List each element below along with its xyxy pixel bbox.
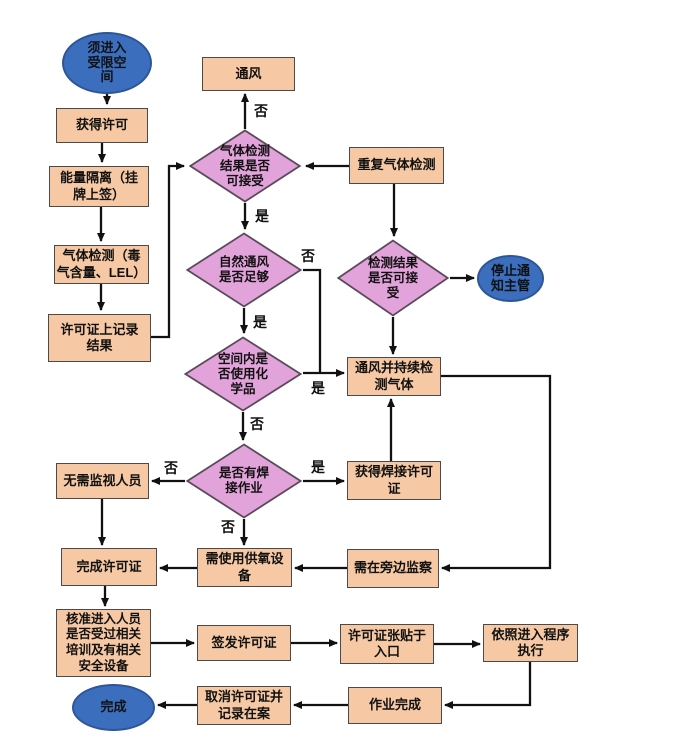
- node-repeat-gas-detection-label: 重复气体检测: [357, 157, 436, 173]
- node-oxygen-equipment: 需使用供氧设 备: [197, 548, 292, 587]
- node-work-complete-label: 作业完成: [368, 697, 421, 713]
- node-energy-isolation: 能量隔离（挂 牌上签）: [49, 166, 149, 207]
- node-follow-procedure-label: 依照进入程序 执行: [491, 626, 570, 658]
- edge-label-no-natural-vent: 否: [301, 248, 315, 264]
- line-natural-vent-no-branch: [303, 268, 322, 373]
- edge-label-yes-gas-acceptable: 是: [255, 208, 269, 224]
- diamond-shape: [185, 232, 303, 308]
- node-start: 须进入 受限空 间: [62, 32, 152, 94]
- node-issue-permit-label: 签发许可证: [211, 634, 277, 650]
- node-stop-notify-supervisor: 停止通 知主管: [477, 255, 544, 302]
- node-decision-welding: 是否有焊 接作业: [185, 443, 303, 519]
- edge-label-yes-natural-vent: 是: [253, 314, 267, 330]
- node-ventilation-label: 通风: [235, 65, 262, 81]
- node-issue-permit: 签发许可证: [197, 625, 291, 661]
- node-verify-training: 核准进入人员 是否受过相关 培训及有相关 安全设备: [56, 609, 151, 677]
- node-cancel-permit-label: 取消许可证并 记录在案: [204, 689, 283, 721]
- node-complete-permit-label: 完成许可证: [76, 558, 142, 574]
- edge-label-yes-chemicals: 是: [311, 380, 325, 396]
- node-gas-detection-label: 气体检测（毒 气含量、LEL）: [56, 248, 147, 280]
- node-cancel-permit: 取消许可证并 记录在案: [197, 686, 291, 725]
- edge-label-no-welding-left: 否: [164, 460, 178, 476]
- node-verify-training-label: 核准进入人员 是否受过相关 培训及有相关 安全设备: [65, 611, 141, 673]
- edge-label-no-welding-down: 否: [221, 519, 235, 535]
- node-permit-posted: 许可证张贴于 入口: [340, 624, 434, 664]
- node-gas-detection: 气体检测（毒 气含量、LEL）: [54, 245, 149, 284]
- diamond-shape: [185, 443, 303, 519]
- node-decision-natural-vent-label: 自然通风 是否足够: [218, 255, 269, 284]
- node-follow-procedure: 依照进入程序 执行: [483, 624, 578, 662]
- node-decision-natural-vent: 自然通风 是否足够: [185, 232, 303, 308]
- diamond-shape: [188, 129, 302, 203]
- edge-label-no-to-ventilation: 否: [254, 103, 268, 119]
- node-complete-permit: 完成许可证: [61, 548, 157, 586]
- node-standby-monitor-label: 需在旁边监察: [353, 560, 432, 576]
- node-start-label: 须进入 受限空 间: [87, 39, 127, 85]
- node-work-complete: 作业完成: [348, 687, 442, 724]
- node-welding-permit-label: 获得焊接许可 证: [354, 464, 433, 496]
- node-oxygen-equipment-label: 需使用供氧设 备: [205, 551, 284, 583]
- node-permit-posted-label: 许可证张贴于 入口: [347, 627, 426, 659]
- edge-label-no-chemicals: 否: [250, 416, 264, 432]
- node-done-label: 完成: [100, 699, 127, 715]
- node-vent-continuous-label: 通风并持续检 测气体: [354, 360, 433, 392]
- node-obtain-permit: 获得许可: [56, 108, 148, 143]
- node-decision-welding-label: 是否有焊 接作业: [218, 466, 269, 495]
- node-done: 完成: [72, 684, 155, 731]
- node-standby-monitor: 需在旁边监察: [347, 549, 439, 588]
- node-vent-continuous-detection: 通风并持续检 测气体: [347, 357, 441, 396]
- node-obtain-permit-label: 获得许可: [75, 117, 128, 133]
- node-stop-notify-label: 停止通 知主管: [490, 262, 530, 293]
- node-repeat-gas-detection: 重复气体检测: [349, 147, 444, 184]
- diamond-shape: [183, 336, 303, 412]
- node-ventilation: 通风: [202, 57, 295, 91]
- edge-label-yes-welding: 是: [311, 459, 325, 475]
- node-no-attendant: 无需监视人员: [56, 463, 149, 499]
- arrow-vent-continuous-to-standby: [441, 374, 552, 572]
- node-record-results-label: 许可证上记录 结果: [60, 321, 139, 353]
- node-decision-chemicals: 空间内是 否使用化 学品: [183, 336, 303, 412]
- arrow-record-to-gas-diamond: [151, 162, 185, 339]
- node-no-attendant-label: 无需监视人员: [63, 472, 142, 488]
- node-welding-permit: 获得焊接许可 证: [347, 461, 441, 500]
- node-decision-chemicals-label: 空间内是 否使用化 学品: [217, 351, 268, 396]
- arrow-follow-to-work-complete: [444, 662, 532, 709]
- node-decision-result-acceptable-label: 检测结果 是否可接 受: [367, 255, 418, 300]
- node-decision-result-acceptable: 检测结果 是否可接 受: [336, 239, 450, 317]
- diamond-shape: [336, 239, 450, 317]
- node-decision-gas-acceptable-label: 气体检测 结果是否 可接受: [219, 143, 270, 188]
- node-energy-isolation-label: 能量隔离（挂 牌上签）: [59, 170, 138, 202]
- node-record-results: 许可证上记录 结果: [48, 314, 151, 362]
- node-decision-gas-acceptable: 气体检测 结果是否 可接受: [188, 129, 302, 203]
